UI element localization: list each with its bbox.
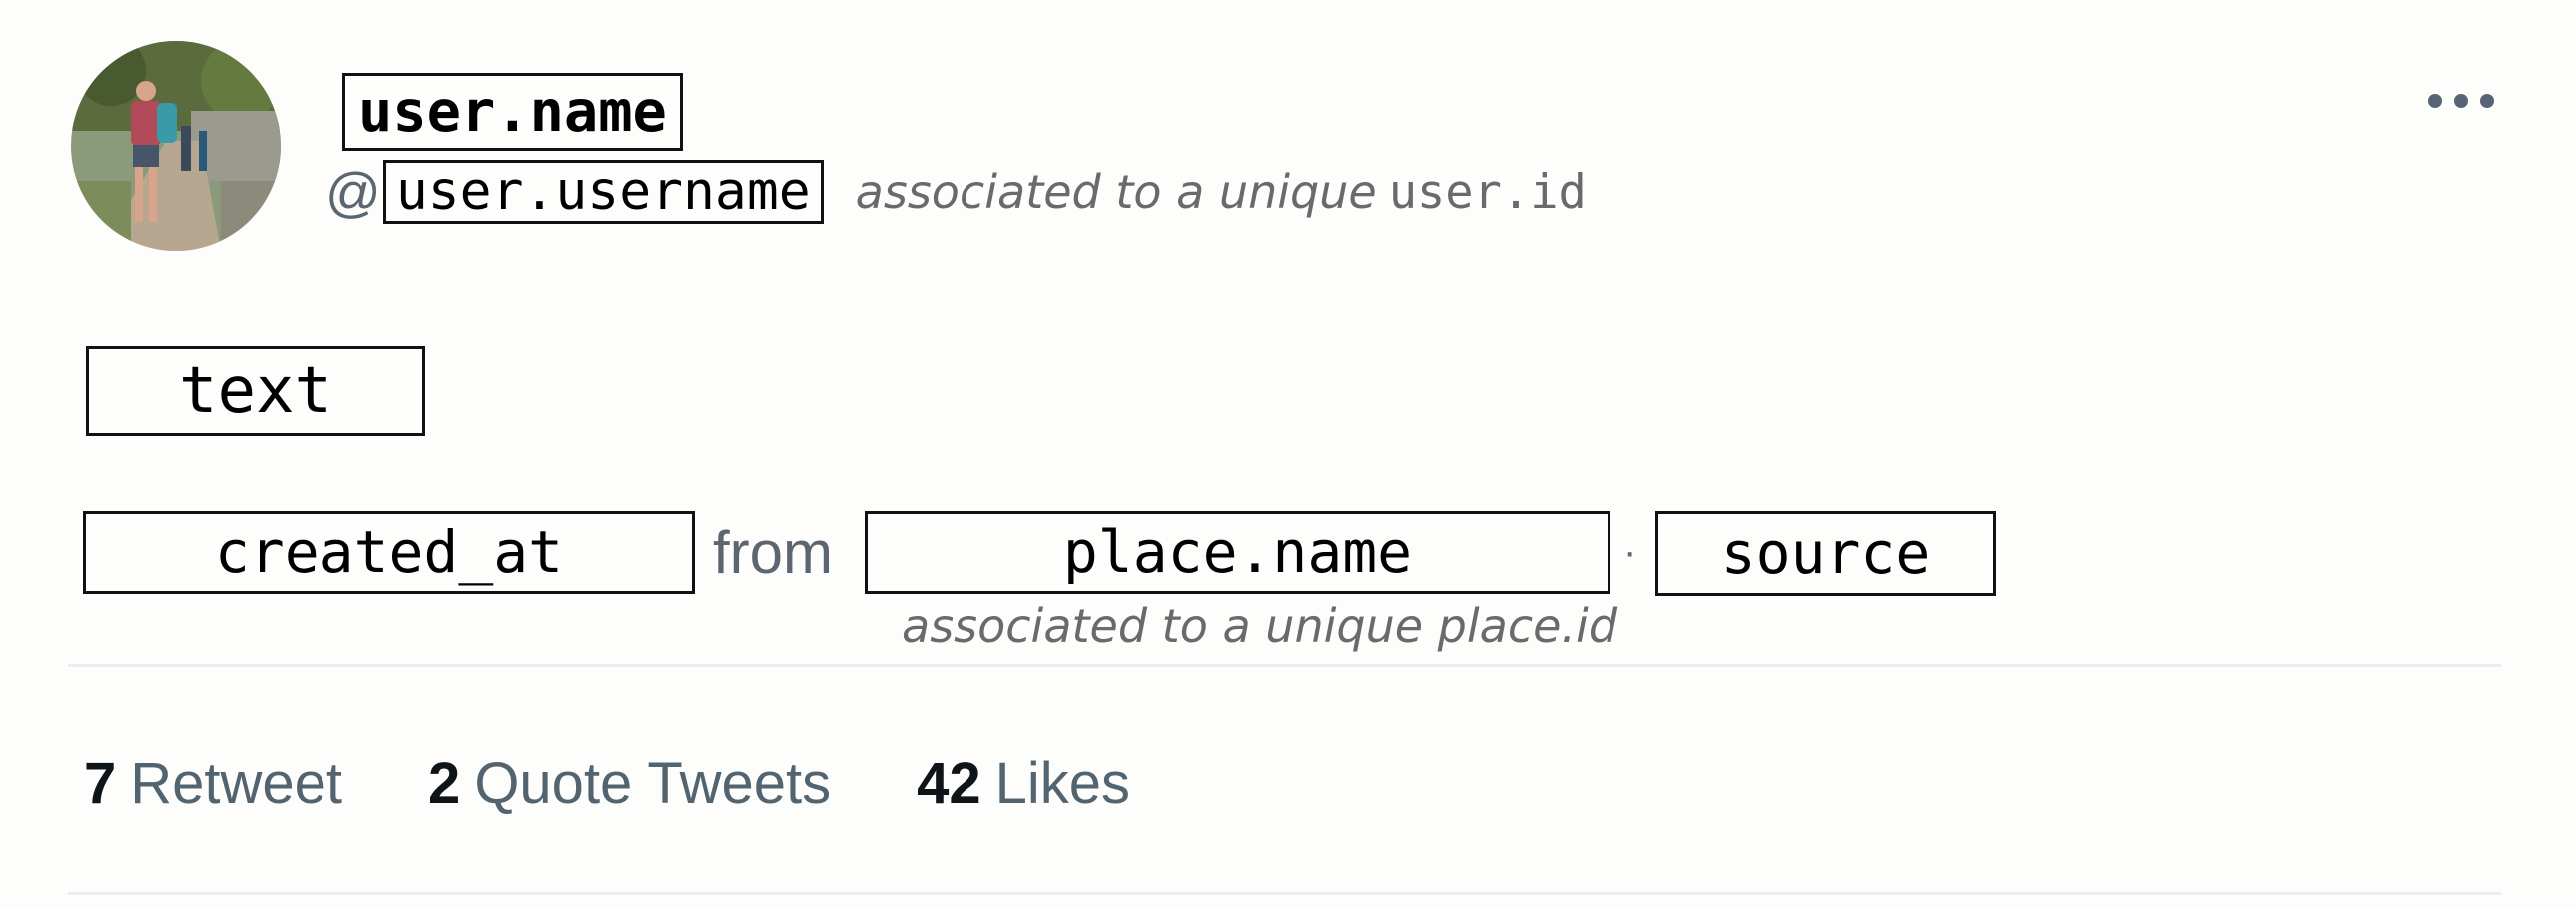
user-username[interactable]: user.username [382,160,824,224]
divider [68,892,2501,895]
tweet-stats: 7 Retweet 2 Quote Tweets 42 Likes [84,743,1130,823]
tweet-created-at[interactable]: created_at [83,511,695,594]
more-options-icon[interactable] [2428,86,2494,116]
user-association-note: associated to a unique [855,165,1377,219]
place-name[interactable]: place.name [865,511,1610,594]
more-dot [2454,94,2468,108]
likes-count: 42 [917,750,981,816]
user-name[interactable]: user.name [342,73,683,151]
retweet-count: 7 [84,750,117,816]
separator-dot: · [1623,530,1637,574]
divider [68,664,2501,667]
retweet-stat[interactable]: 7 Retweet [84,750,342,817]
user-handle-row: @ user.username associated to a unique u… [325,160,1587,224]
avatar[interactable] [71,41,281,251]
more-dot [2428,94,2442,108]
avatar-photo-icon [71,41,281,251]
retweet-label: Retweet [130,750,343,816]
tweet-text: text [86,346,425,436]
likes-label: Likes [994,750,1131,816]
at-sign: @ [325,161,381,223]
quote-tweets-stat[interactable]: 2 Quote Tweets [428,750,831,817]
place-association-note: associated to a unique place.id [902,599,1618,653]
likes-stat[interactable]: 42 Likes [917,750,1130,817]
more-dot [2480,94,2494,108]
quote-tweets-label: Quote Tweets [474,750,832,816]
quote-tweets-count: 2 [428,750,461,816]
tweet-source[interactable]: source [1655,511,1996,596]
user-id-field: user.id [1388,164,1587,220]
from-label: from [713,519,833,586]
